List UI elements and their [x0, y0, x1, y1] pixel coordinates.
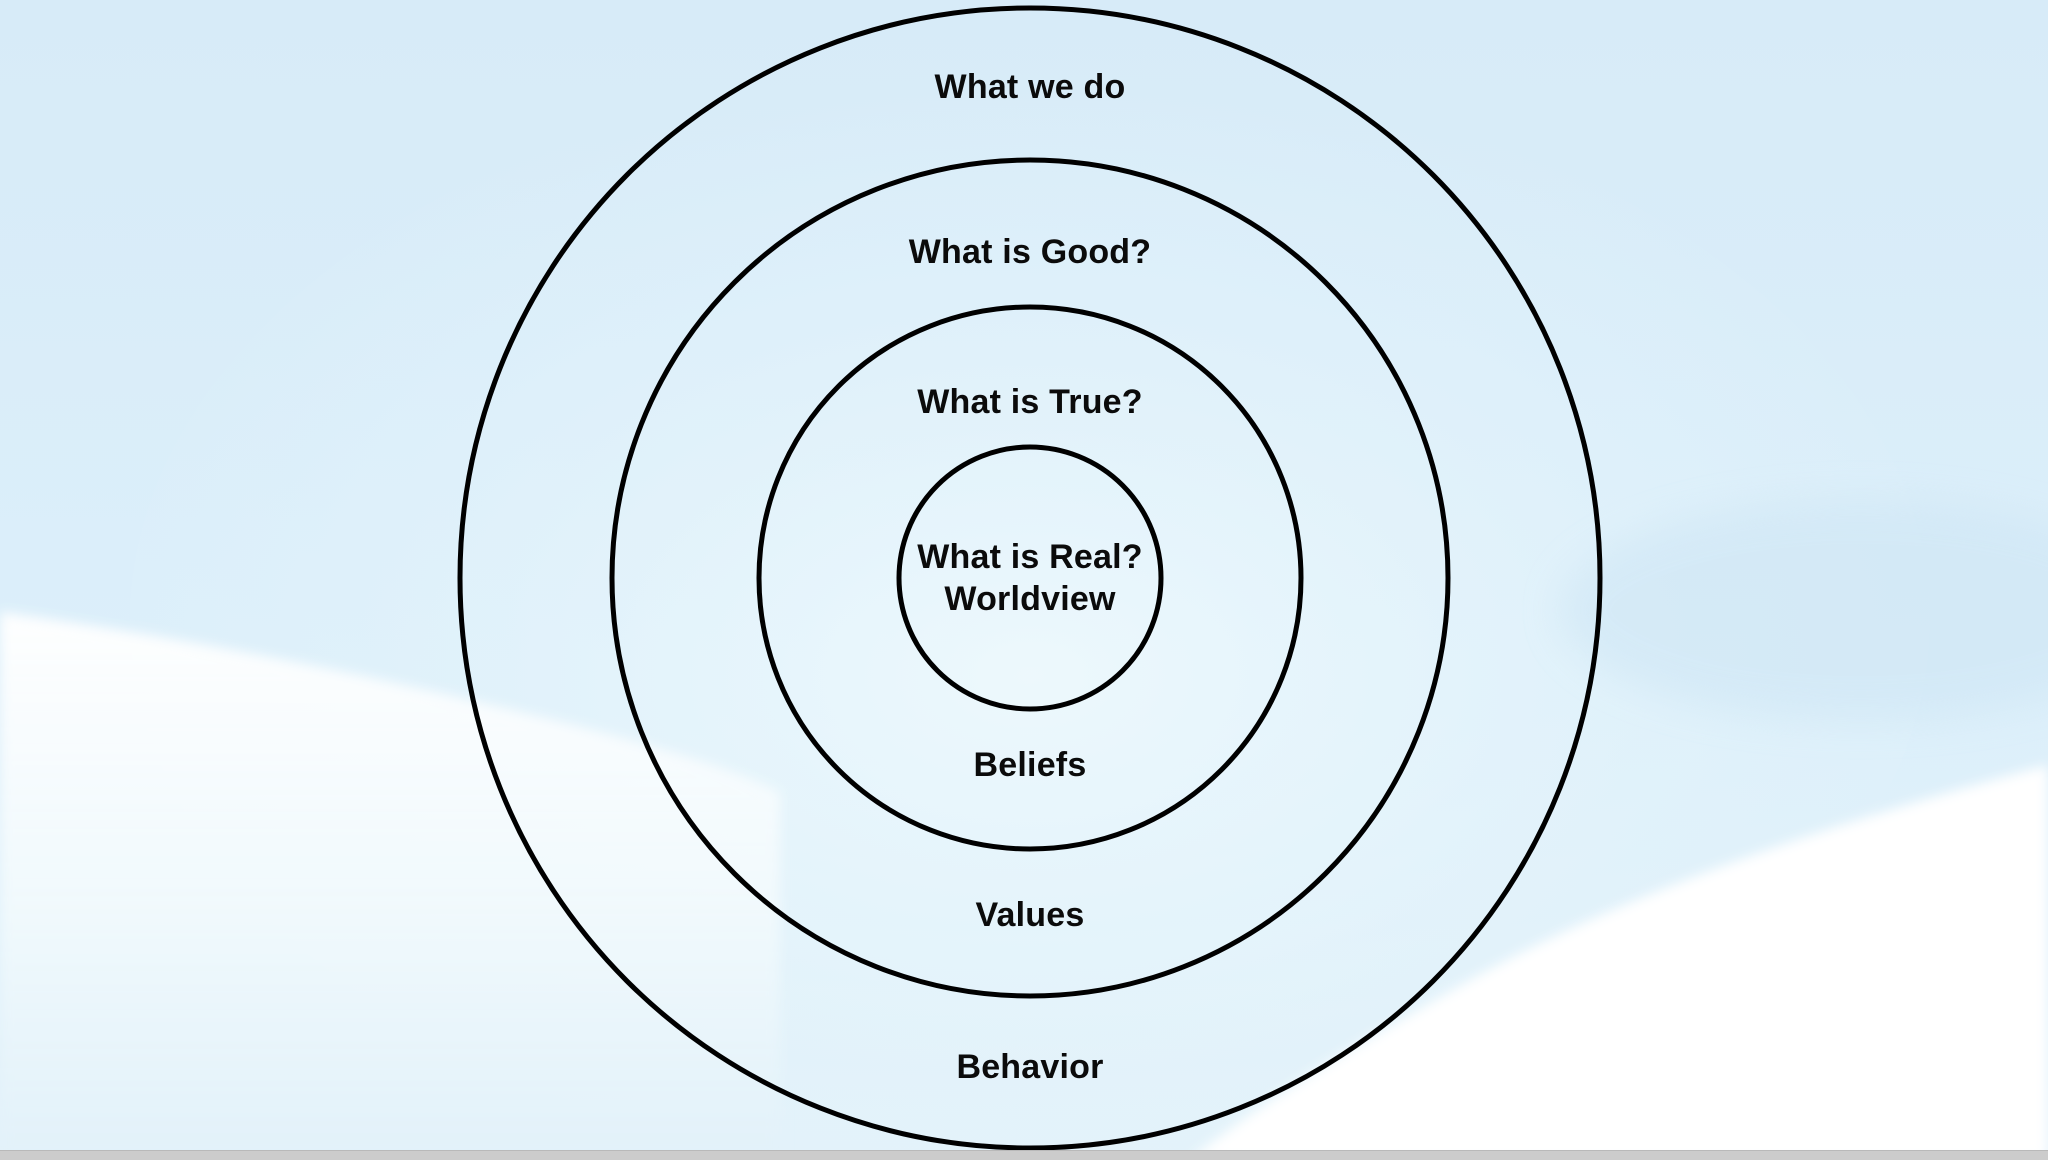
- ring-behavior-circle: [457, 5, 1603, 1151]
- ring-values-top-label: What is Good?: [908, 233, 1152, 271]
- ring-behavior-bottom-label: Behavior: [956, 1048, 1104, 1086]
- ring-beliefs-circle: [756, 304, 1304, 852]
- window-bottom-edge: [0, 1150, 2048, 1160]
- center-label-line2: Worldview: [944, 580, 1116, 618]
- ring-behavior-top-label: What we do: [934, 68, 1126, 106]
- ring-values-circle: [609, 157, 1451, 999]
- ring-beliefs-top-label: What is True?: [917, 383, 1143, 421]
- center-worldview-circle: [896, 444, 1164, 712]
- ring-beliefs-bottom-label: Beliefs: [973, 746, 1087, 784]
- center-label-line1: What is Real?: [917, 538, 1143, 576]
- ring-values-bottom-label: Values: [975, 896, 1085, 934]
- center-label: What is Real? Worldview: [917, 536, 1143, 620]
